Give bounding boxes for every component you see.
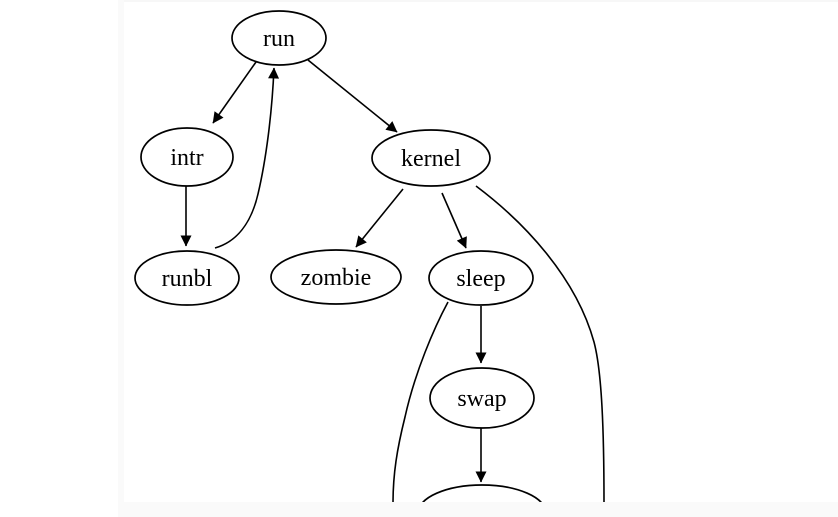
canvas-frame-left [118,0,124,517]
node-kernel-shape [371,129,491,187]
edge-run-intr [212,61,257,124]
edge-layer [180,59,605,502]
edge-kernel-offscreen-bottom-right [475,185,605,502]
node-kernel-label: kernel [401,146,461,172]
node-run: run [231,10,327,66]
graphviz-canvas: run intr kernel runbl zombie sleep [124,2,838,502]
node-zombie-shape [270,249,402,305]
node-runbl-shape [134,250,240,306]
edge-sleep-offscreen-bottom-left [392,301,449,502]
edge-run-kernel [307,59,398,133]
canvas-frame-top [124,0,838,2]
node-run-shape [231,10,327,66]
process-state-graph: run intr kernel runbl zombie sleep [134,10,605,502]
node-intr: intr [140,127,234,187]
node-sleep: sleep [428,250,534,306]
canvas-frame-bottom [118,502,838,517]
edge-runbl-run [214,67,280,249]
node-intr-shape [140,127,234,187]
node-partial-bottom-shape [421,484,543,502]
node-intr-label: intr [170,145,203,171]
node-sleep-shape [428,250,534,306]
node-runbl-label: runbl [162,266,213,292]
node-swap: swap [429,367,535,429]
edge-kernel-sleep [441,192,467,249]
node-runbl: runbl [134,250,240,306]
node-zombie: zombie [270,249,402,305]
node-zombie-label: zombie [301,265,372,291]
node-partial-bottom [421,484,543,502]
node-swap-label: swap [457,386,506,412]
edge-kernel-zombie [355,188,404,248]
node-swap-shape [429,367,535,429]
node-sleep-label: sleep [456,266,505,292]
node-kernel: kernel [371,129,491,187]
node-run-label: run [263,26,295,52]
